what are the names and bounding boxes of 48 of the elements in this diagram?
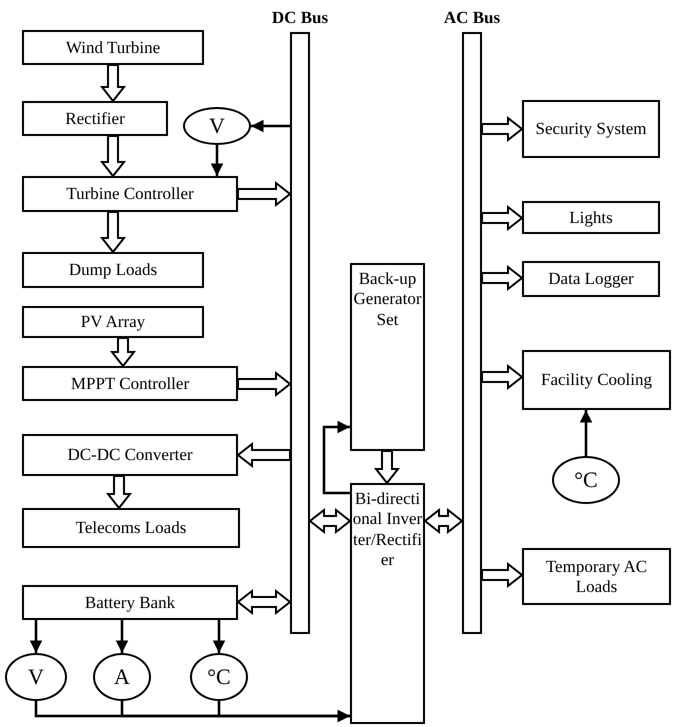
- signal-arrow: [212, 620, 226, 653]
- power-flow-arrow: [308, 508, 352, 534]
- power-flow-arrow: [374, 450, 400, 485]
- power-flow-arrow: [481, 116, 524, 142]
- signal-arrow: [580, 410, 592, 456]
- process-box: Temporary AC Loads: [522, 548, 671, 605]
- power-flow-arrow: [481, 204, 524, 232]
- process-box: Data Logger: [522, 261, 660, 297]
- process-box: Back-up Generator Set: [350, 263, 425, 451]
- power-flow-arrow: [106, 475, 132, 510]
- process-box: DC-DC Converter: [22, 434, 238, 476]
- process-box: Battery Bank: [22, 585, 238, 620]
- meter-circle: °C: [552, 456, 620, 504]
- signal-arrow: [322, 420, 350, 494]
- meter-circle: A: [93, 653, 151, 701]
- signal-arrow: [116, 620, 128, 653]
- power-flow-arrow: [481, 364, 524, 390]
- process-box: Rectifier: [22, 101, 168, 136]
- process-box: Telecoms Loads: [22, 508, 240, 548]
- signal-arrow: [251, 120, 290, 132]
- power-flow-arrow: [110, 337, 136, 368]
- process-box: PV Array: [22, 306, 204, 338]
- power-flow-arrow: [481, 562, 524, 588]
- power-flow-arrow: [100, 211, 126, 254]
- process-box: Turbine Controller: [22, 176, 238, 212]
- power-flow-arrow: [237, 370, 292, 398]
- meter-circle: V: [183, 107, 251, 145]
- power-flow-arrow: [481, 264, 524, 292]
- process-box: Wind Turbine: [22, 30, 204, 65]
- process-box: Bi-directional Inverter/Rectifier: [350, 483, 425, 724]
- power-flow-arrow: [100, 135, 126, 178]
- bus-title: AC Bus: [442, 8, 502, 28]
- meter-circle: V: [5, 653, 67, 701]
- power-flow-arrow: [236, 588, 292, 616]
- process-box: Security System: [522, 100, 660, 158]
- process-box: MPPT Controller: [22, 366, 238, 401]
- bus-title: DC Bus: [270, 8, 330, 28]
- signal-arrow: [210, 145, 224, 176]
- signal-arrow: [218, 701, 350, 722]
- signal-arrow: [30, 620, 42, 653]
- process-box: Facility Cooling: [522, 350, 671, 410]
- power-flow-arrow: [236, 442, 291, 468]
- process-box: Dump Loads: [22, 252, 204, 288]
- power-flow-arrow: [423, 508, 464, 534]
- meter-circle: °C: [190, 653, 248, 701]
- power-flow-arrow: [237, 180, 292, 208]
- power-flow-arrow: [100, 64, 126, 103]
- process-box: Lights: [522, 201, 660, 234]
